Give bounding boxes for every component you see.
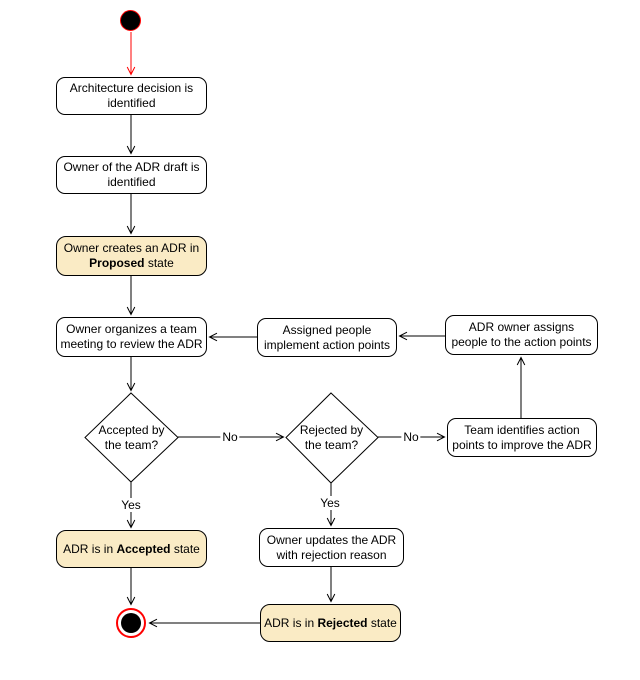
final-node-core [121, 613, 141, 633]
activity-assigned-implement: Assigned people implement action points [257, 318, 397, 357]
edge-label-yes-accepted: Yes [119, 498, 143, 512]
activity-team-identifies: Team identifies action points to improve… [447, 418, 597, 457]
decision-diamond-rejected [285, 392, 379, 484]
activity-architecture-identified: Architecture decision is identified [56, 77, 207, 115]
activity-label: Owner organizes a team meeting to review… [60, 322, 203, 351]
decision-diamond-accepted [84, 392, 179, 483]
state-label: ADR is in Rejected state [264, 615, 397, 630]
state-proposed: Owner creates an ADR in Proposed state [56, 236, 207, 276]
activity-label: Owner updates the ADR with rejection rea… [266, 532, 397, 562]
activity-owner-identified: Owner of the ADR draft is identified [56, 156, 207, 194]
decision-label-text: Rejected by the team? [299, 422, 364, 452]
final-node [116, 608, 146, 638]
edge-label-no-rejected: No [401, 430, 421, 444]
activity-label: Architecture decision is identified [69, 81, 194, 110]
state-label: Owner creates an ADR in Proposed state [63, 241, 200, 270]
state-accepted: ADR is in Accepted state [56, 530, 207, 568]
activity-label: Assigned people implement action points [263, 322, 391, 352]
edge-label-yes-rejected: Yes [318, 496, 342, 510]
state-label: ADR is in Accepted state [63, 541, 200, 556]
state-rejected: ADR is in Rejected state [260, 604, 401, 642]
decision-label-text: Accepted by the team? [98, 422, 165, 452]
activity-owner-assigns: ADR owner assigns people to the action p… [445, 315, 598, 355]
initial-node [120, 10, 141, 31]
decision-rejected-question: Rejected by the team? [286, 422, 377, 453]
activity-label: ADR owner assigns people to the action p… [451, 320, 592, 349]
activity-team-meeting: Owner organizes a team meeting to review… [56, 317, 207, 357]
activity-owner-updates: Owner updates the ADR with rejection rea… [259, 528, 404, 567]
edge-label-no-accepted: No [220, 430, 240, 444]
activity-label: Owner of the ADR draft is identified [63, 160, 200, 189]
activity-label: Team identifies action points to improve… [452, 422, 592, 452]
decision-accepted-question: Accepted by the team? [86, 422, 177, 453]
